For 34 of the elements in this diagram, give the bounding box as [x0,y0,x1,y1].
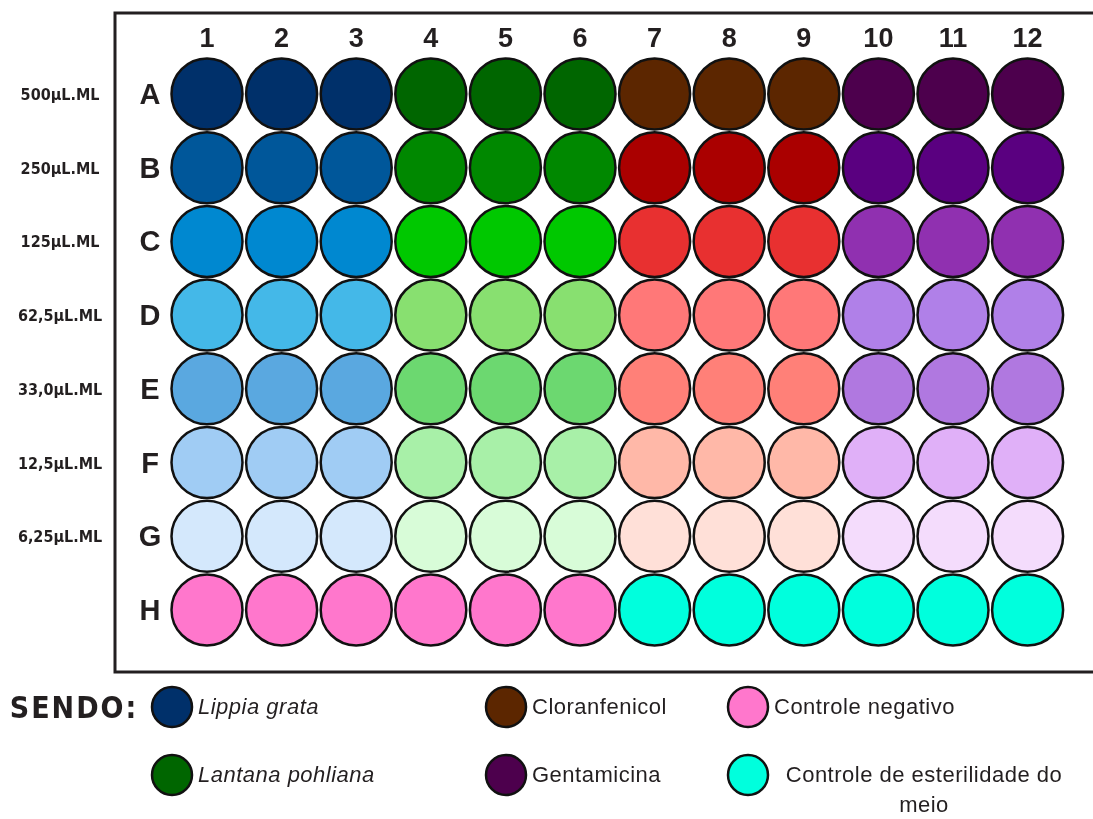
column-number: 2 [274,22,290,54]
legend-label: Gentamicina [532,762,661,788]
row-letter: E [140,372,160,406]
column-number: 9 [796,22,812,54]
legend-heading: SENDO: [9,689,139,725]
column-number: 8 [721,22,737,54]
legend-label: Controle de esterilidade do meio [784,761,1064,819]
legend-label: Lippia grata [198,694,319,720]
column-number: 12 [1012,22,1043,54]
column-number: 7 [647,22,663,54]
row-letter: A [139,77,161,111]
legend-label: Controle negativo [774,694,955,720]
column-number: 3 [348,22,364,54]
row-letter: G [138,519,162,553]
column-number: 10 [863,22,894,54]
row-letter: B [139,151,161,185]
column-number: 1 [199,22,215,54]
concentration-label: 500µL.ML [20,84,100,104]
row-letter: D [139,298,161,332]
concentration-label: 62,5µL.ML [17,305,103,325]
column-number: 6 [572,22,588,54]
legend-label: Cloranfenicol [532,694,667,720]
concentration-label: 125µL.ML [20,231,100,251]
concentration-label: 250µL.ML [20,158,100,178]
row-letter: H [139,593,161,627]
column-number: 4 [423,22,439,54]
row-letter: F [141,446,159,479]
legend-label: Lantana pohliana [198,762,375,788]
concentration-label: 12,5µL.ML [17,453,103,472]
concentration-label: 6,25µL.ML [17,526,103,546]
row-letter: C [139,224,161,258]
column-number: 11 [938,22,968,54]
column-number: 5 [497,22,513,54]
concentration-label: 33,0µL.ML [17,379,103,399]
